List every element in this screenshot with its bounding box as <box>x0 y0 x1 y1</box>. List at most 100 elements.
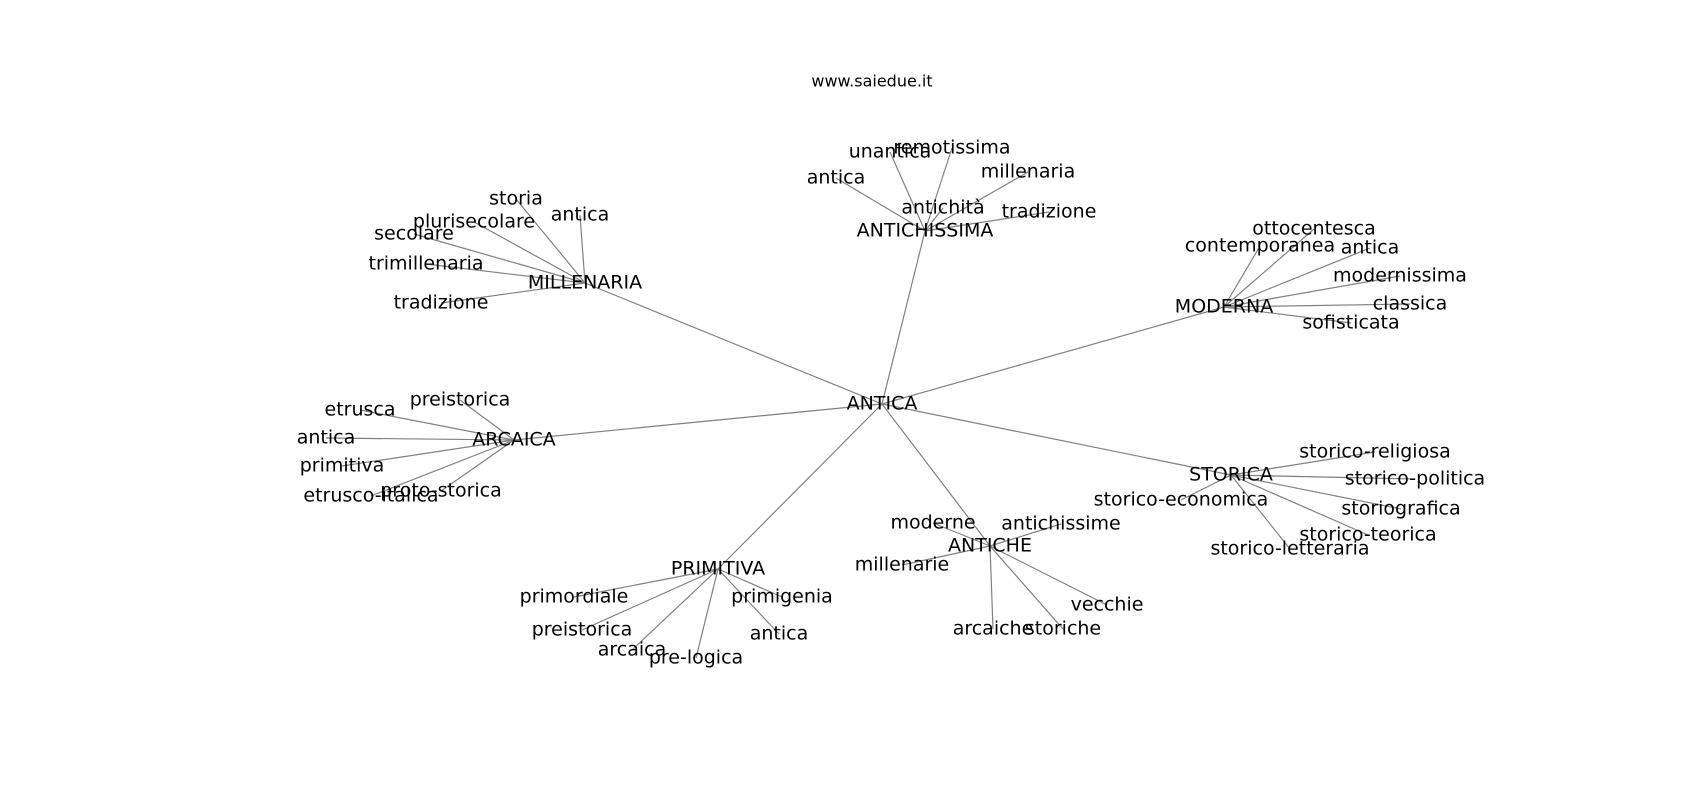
leaf-node-antiche-moderne: moderne <box>890 512 975 534</box>
leaf-node-arcaica-etrusca: etrusca <box>325 399 396 421</box>
leaf-node-primitiva-primigenia: primigenia <box>731 586 833 608</box>
edge-center-primitiva <box>717 403 883 570</box>
edge-storica-storico-religiosa <box>1230 451 1376 476</box>
leaf-node-storica-storico-religiosa: storico-religiosa <box>1299 441 1451 463</box>
edge-primitiva-preistorica <box>581 568 719 631</box>
edge-arcaica-etrusco-italica <box>370 439 515 497</box>
edge-moderna-contemporanea <box>1223 245 1261 308</box>
edge-millenaria-antica <box>579 214 586 284</box>
hub-node-moderna: MODERNA <box>1175 296 1273 318</box>
leaf-node-antiche-vecchie: vecchie <box>1071 594 1144 616</box>
edge-antiche-moderne <box>932 522 991 547</box>
leaf-node-moderna-contemporanea: contemporanea <box>1185 235 1335 257</box>
edge-storica-storiografica <box>1230 474 1402 510</box>
labels-layer: ANTICAANTICHISSIMAunanticaremotissimamil… <box>297 137 1485 669</box>
leaf-node-primitiva-pre-logica: pre-logica <box>649 647 743 669</box>
edge-center-storica <box>881 403 1232 476</box>
leaf-node-antichissima-antica: antica <box>807 167 866 189</box>
edge-storica-storico-politica <box>1230 474 1416 480</box>
edge-antichissima-antica <box>835 177 926 232</box>
leaf-node-primitiva-preistorica: preistorica <box>532 619 633 641</box>
leaf-node-arcaica-etrusco-italica: etrusco-italica <box>303 485 438 507</box>
leaf-node-antichissima-unantica: unantica <box>849 141 932 163</box>
leaf-node-primitiva-antica: antica <box>750 623 809 645</box>
hub-node-arcaica: ARCAICA <box>472 429 555 451</box>
edge-antiche-antichissime <box>989 523 1062 547</box>
edge-arcaica-preistorica <box>459 399 515 441</box>
edge-antiche-millenarie <box>901 545 991 566</box>
edge-center-millenaria <box>584 282 883 405</box>
edge-arcaica-primitiva <box>341 439 515 467</box>
edge-center-moderna <box>881 306 1225 405</box>
leaf-node-storica-storico-teorica: storico-teorica <box>1299 524 1436 546</box>
leaf-node-arcaica-primitiva: primitiva <box>300 455 385 477</box>
leaf-node-moderna-modernissima: modernissima <box>1333 265 1467 287</box>
edge-millenaria-secolare <box>413 233 586 284</box>
edge-antichissima-millenaria <box>924 171 1029 232</box>
edge-center-antiche <box>881 403 991 547</box>
edge-antiche-storiche <box>989 545 1064 630</box>
leaf-node-storica-storico-letteraria: storico-letteraria <box>1210 538 1369 560</box>
edge-primitiva-pre-logica <box>695 568 719 659</box>
edge-moderna-modernissima <box>1223 275 1401 308</box>
leaf-node-moderna-antica: antica <box>1341 237 1400 259</box>
edge-storica-storico-teorica <box>1230 474 1369 536</box>
edge-millenaria-storia <box>515 198 586 284</box>
hub-node-antiche: ANTICHE <box>948 535 1032 557</box>
leaf-node-arcaica-proto-storica: proto-storica <box>380 480 502 502</box>
leaf-node-antiche-storiche: storiche <box>1025 618 1101 640</box>
edge-arcaica-proto-storica <box>440 439 515 492</box>
leaf-node-antichissima-tradizione: tradizione <box>1002 201 1097 223</box>
leaf-node-millenaria-secolare: secolare <box>374 223 454 245</box>
edge-antichissima-remotissima <box>924 147 953 232</box>
edge-antiche-vecchie <box>989 545 1108 606</box>
leaf-node-antichissima-millenaria: millenaria <box>981 161 1075 183</box>
center-node-label: ANTICA <box>847 393 918 415</box>
leaf-node-millenaria-antica: antica <box>551 204 610 226</box>
edge-moderna-antica <box>1223 247 1371 308</box>
edge-arcaica-antica <box>325 437 515 441</box>
edge-moderna-ottocentesca <box>1223 228 1315 308</box>
edge-primitiva-primordiale <box>573 568 719 598</box>
hub-node-millenaria: MILLENARIA <box>528 272 642 294</box>
leaf-node-storica-storiografica: storiografica <box>1341 498 1460 520</box>
leaf-node-millenaria-plurisecolare: plurisecolare <box>413 211 535 233</box>
edge-storica-storico-economica <box>1180 474 1232 501</box>
watermark-text: www.saiedue.it <box>811 72 932 91</box>
edge-millenaria-plurisecolare <box>473 221 586 284</box>
leaf-node-moderna-ottocentesca: ottocentesca <box>1252 218 1375 240</box>
edge-center-arcaica <box>513 403 883 441</box>
edge-antiche-arcaiche <box>989 545 994 630</box>
edge-primitiva-antica <box>717 568 780 635</box>
leaf-node-storica-storico-politica: storico-politica <box>1345 468 1485 490</box>
leaf-node-antiche-millenarie: millenarie <box>855 554 950 576</box>
edge-antichissima-unantica <box>889 151 926 232</box>
leaf-node-primitiva-arcaica: arcaica <box>598 639 667 661</box>
leaf-node-moderna-sofisticata: sofisticata <box>1302 312 1399 334</box>
edge-antichissima-antichita <box>924 207 944 232</box>
hub-node-antichissima: ANTICHISSIMA <box>857 220 994 242</box>
edge-primitiva-primigenia <box>717 568 783 598</box>
leaf-node-millenaria-tradizione: tradizione <box>394 292 489 314</box>
hub-node-storica: STORICA <box>1189 464 1273 486</box>
leaf-node-antiche-arcaiche: arcaiche <box>953 618 1034 640</box>
edge-storica-storico-letteraria <box>1230 474 1291 550</box>
hub-node-primitiva: PRIMITIVA <box>671 558 765 580</box>
leaf-node-antichissima-remotissima: remotissima <box>893 137 1010 159</box>
leaf-node-arcaica-preistorica: preistorica <box>410 389 511 411</box>
leaf-node-millenaria-storia: storia <box>489 188 543 210</box>
leaf-node-antiche-antichissime: antichissime <box>1001 513 1120 535</box>
edge-center-antichissima <box>881 230 926 405</box>
edge-arcaica-etrusca <box>359 409 515 441</box>
edge-millenaria-tradizione <box>440 282 586 304</box>
leaf-node-antichissima-antichita: antichità <box>901 197 984 219</box>
edge-moderna-sofisticata <box>1223 306 1352 324</box>
leaf-node-primitiva-primordiale: primordiale <box>520 586 629 608</box>
edge-millenaria-trimillenaria <box>425 263 586 284</box>
edge-primitiva-arcaica <box>631 568 719 651</box>
leaf-node-moderna-classica: classica <box>1373 293 1448 315</box>
leaf-node-arcaica-antica: antica <box>297 427 356 449</box>
edges-layer <box>325 147 1416 659</box>
edge-antichissima-tradizione <box>924 211 1050 232</box>
